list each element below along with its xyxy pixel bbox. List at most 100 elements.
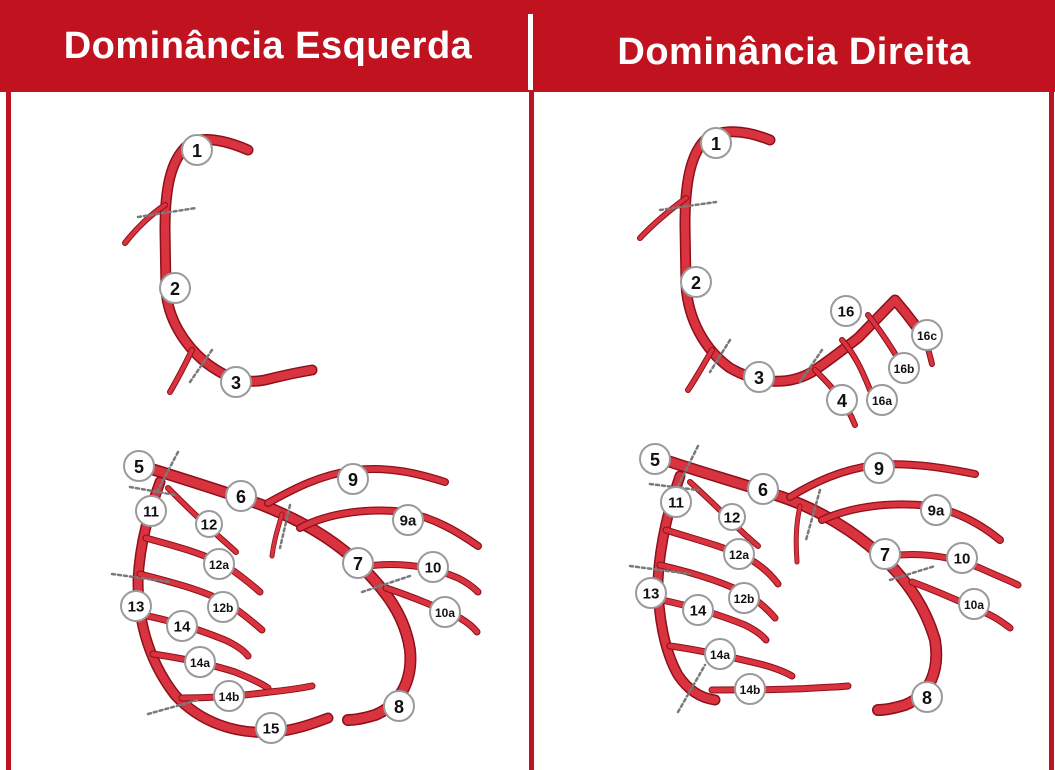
right-segment-label-4: 4 — [826, 384, 858, 416]
left-segment-label-8: 8 — [383, 690, 415, 722]
label-circle — [946, 542, 978, 574]
right-segment-label-14a: 14a — [704, 638, 736, 670]
label-circle — [225, 480, 257, 512]
left-segment-label-2: 2 — [159, 272, 191, 304]
left-segment-label-3: 3 — [220, 366, 252, 398]
label-text: 13 — [128, 599, 145, 616]
left-segment-label-14a: 14a — [184, 646, 216, 678]
right-segment-label-16c: 16c — [911, 319, 943, 351]
label-circle — [392, 504, 424, 536]
label-circle — [635, 577, 667, 609]
label-text: 9 — [348, 470, 358, 490]
label-circle — [123, 450, 155, 482]
label-circle — [220, 366, 252, 398]
header-divider — [528, 14, 533, 90]
label-text: 6 — [758, 480, 768, 500]
right-segment-label-8: 8 — [911, 681, 943, 713]
label-text: 10a — [964, 598, 984, 612]
label-circle — [207, 591, 239, 623]
label-text: 16c — [917, 329, 937, 343]
left-segment-label-14b: 14b — [213, 680, 245, 712]
label-circle — [869, 538, 901, 570]
label-text: 12a — [729, 548, 749, 562]
right-cut-line-lm-a — [676, 444, 700, 488]
label-text: 11 — [143, 504, 159, 521]
left-segment-label-14: 14 — [166, 610, 198, 642]
left-segment-label-7: 7 — [342, 547, 374, 579]
label-circle — [830, 295, 862, 327]
right-cut-line-lad-mid — [888, 564, 937, 582]
label-circle — [734, 673, 766, 705]
left-segment-label-12: 12 — [195, 510, 223, 538]
label-text: 15 — [263, 721, 280, 738]
label-text: 7 — [353, 554, 363, 574]
right-segment-label-16: 16 — [830, 295, 862, 327]
label-text: 14 — [174, 619, 191, 636]
label-text: 7 — [880, 545, 890, 565]
label-text: 16a — [872, 394, 892, 408]
label-text: 12b — [213, 601, 234, 615]
label-circle — [203, 548, 235, 580]
middle-divider — [529, 92, 534, 770]
label-text: 14b — [219, 690, 240, 704]
label-circle — [718, 503, 746, 531]
label-circle — [680, 266, 712, 298]
left-segment-label-1: 1 — [181, 134, 213, 166]
label-circle — [682, 594, 714, 626]
label-text: 14a — [710, 648, 730, 662]
label-text: 1 — [192, 141, 202, 161]
label-text: 3 — [754, 368, 764, 388]
label-circle — [120, 590, 152, 622]
right-segment-label-6: 6 — [747, 473, 779, 505]
label-text: 14 — [690, 603, 707, 620]
label-text: 11 — [668, 495, 684, 512]
label-circle — [135, 495, 167, 527]
left-panel-title: Dominância Esquerda — [63, 24, 473, 67]
right-cut-line-cx-distal — [676, 663, 707, 714]
label-circle — [383, 690, 415, 722]
left-segment-label-11: 11 — [135, 495, 167, 527]
left-segment-label-12a: 12a — [203, 548, 235, 580]
label-text: 12 — [724, 510, 741, 527]
right-left-coronary-tree — [628, 444, 1022, 716]
label-text: 9a — [928, 503, 945, 520]
label-circle — [159, 272, 191, 304]
label-circle — [213, 680, 245, 712]
right-segment-label-12a: 12a — [723, 538, 755, 570]
right-segment-label-1: 1 — [700, 127, 732, 159]
header-bar — [0, 0, 1055, 92]
right-segment-label-10: 10 — [946, 542, 978, 574]
left-segment-label-6: 6 — [225, 480, 257, 512]
left-segment-label-13: 13 — [120, 590, 152, 622]
right-segment-label-12b: 12b — [728, 582, 760, 614]
left-cut-line-cx-distal — [146, 698, 200, 716]
label-text: 16 — [838, 304, 855, 321]
left-segment-label-12b: 12b — [207, 591, 239, 623]
right-cut-line-lad — [804, 488, 822, 542]
right-rca-cut-line-3 — [798, 348, 824, 384]
right-segment-label-5: 5 — [639, 443, 671, 475]
label-text: 1 — [711, 134, 721, 154]
label-circle — [166, 610, 198, 642]
right-border — [1049, 92, 1054, 770]
label-circle — [747, 473, 779, 505]
left-rca-cut-line-2 — [188, 348, 214, 384]
left-segment-label-10: 10 — [417, 551, 449, 583]
left-segment-label-9: 9 — [337, 463, 369, 495]
left-border — [6, 92, 11, 770]
label-circle — [195, 510, 223, 538]
label-circle — [826, 384, 858, 416]
label-text: 12b — [734, 592, 755, 606]
left-rca-cut-line-1 — [136, 206, 198, 219]
label-circle — [704, 638, 736, 670]
label-text: 5 — [134, 457, 144, 477]
label-circle — [660, 486, 692, 518]
label-text: 3 — [231, 373, 241, 393]
label-text: 8 — [394, 697, 404, 717]
right-segment-label-9: 9 — [863, 452, 895, 484]
label-text: 16b — [894, 362, 915, 376]
label-circle — [911, 681, 943, 713]
left-right-coronary-artery — [122, 134, 318, 395]
label-text: 10a — [435, 606, 455, 620]
